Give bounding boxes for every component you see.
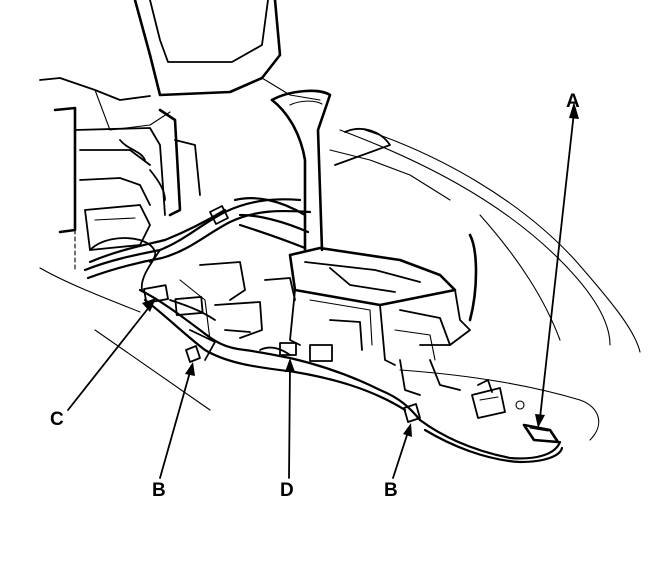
callout-label-b-left: B: [152, 480, 166, 501]
clamp-b-left: [185, 345, 201, 363]
shift-console: [288, 233, 478, 396]
arrow-b-left-head: [185, 362, 195, 376]
dashboard-outline: [39, 0, 321, 131]
connector-relay: [309, 344, 333, 362]
callout-leaders: [67, 102, 579, 479]
connector-mid: [174, 295, 204, 317]
arrow-d-head: [285, 358, 295, 372]
rear-bracket: [471, 379, 525, 419]
mid-brackets: [179, 261, 296, 361]
harness-connectors: [143, 205, 560, 444]
callout-label-b-right: B: [384, 480, 398, 501]
arrow-b-right-head: [403, 423, 412, 437]
arrow-c-head: [142, 298, 156, 312]
callout-label-c: C: [50, 409, 64, 430]
connector-c: [143, 284, 169, 304]
harness-clip-top: [209, 205, 229, 225]
left-bracket: [53, 106, 201, 271]
clamp-b-right: [403, 403, 421, 423]
callout-label-d: D: [280, 480, 294, 501]
body-contours: [39, 129, 641, 441]
connector-a: [522, 423, 560, 444]
arrow-a-head: [569, 102, 579, 119]
shift-lever: [270, 89, 451, 252]
connector-d: [279, 342, 297, 356]
wire-harness: [83, 197, 564, 464]
callout-label-a: A: [566, 91, 580, 112]
